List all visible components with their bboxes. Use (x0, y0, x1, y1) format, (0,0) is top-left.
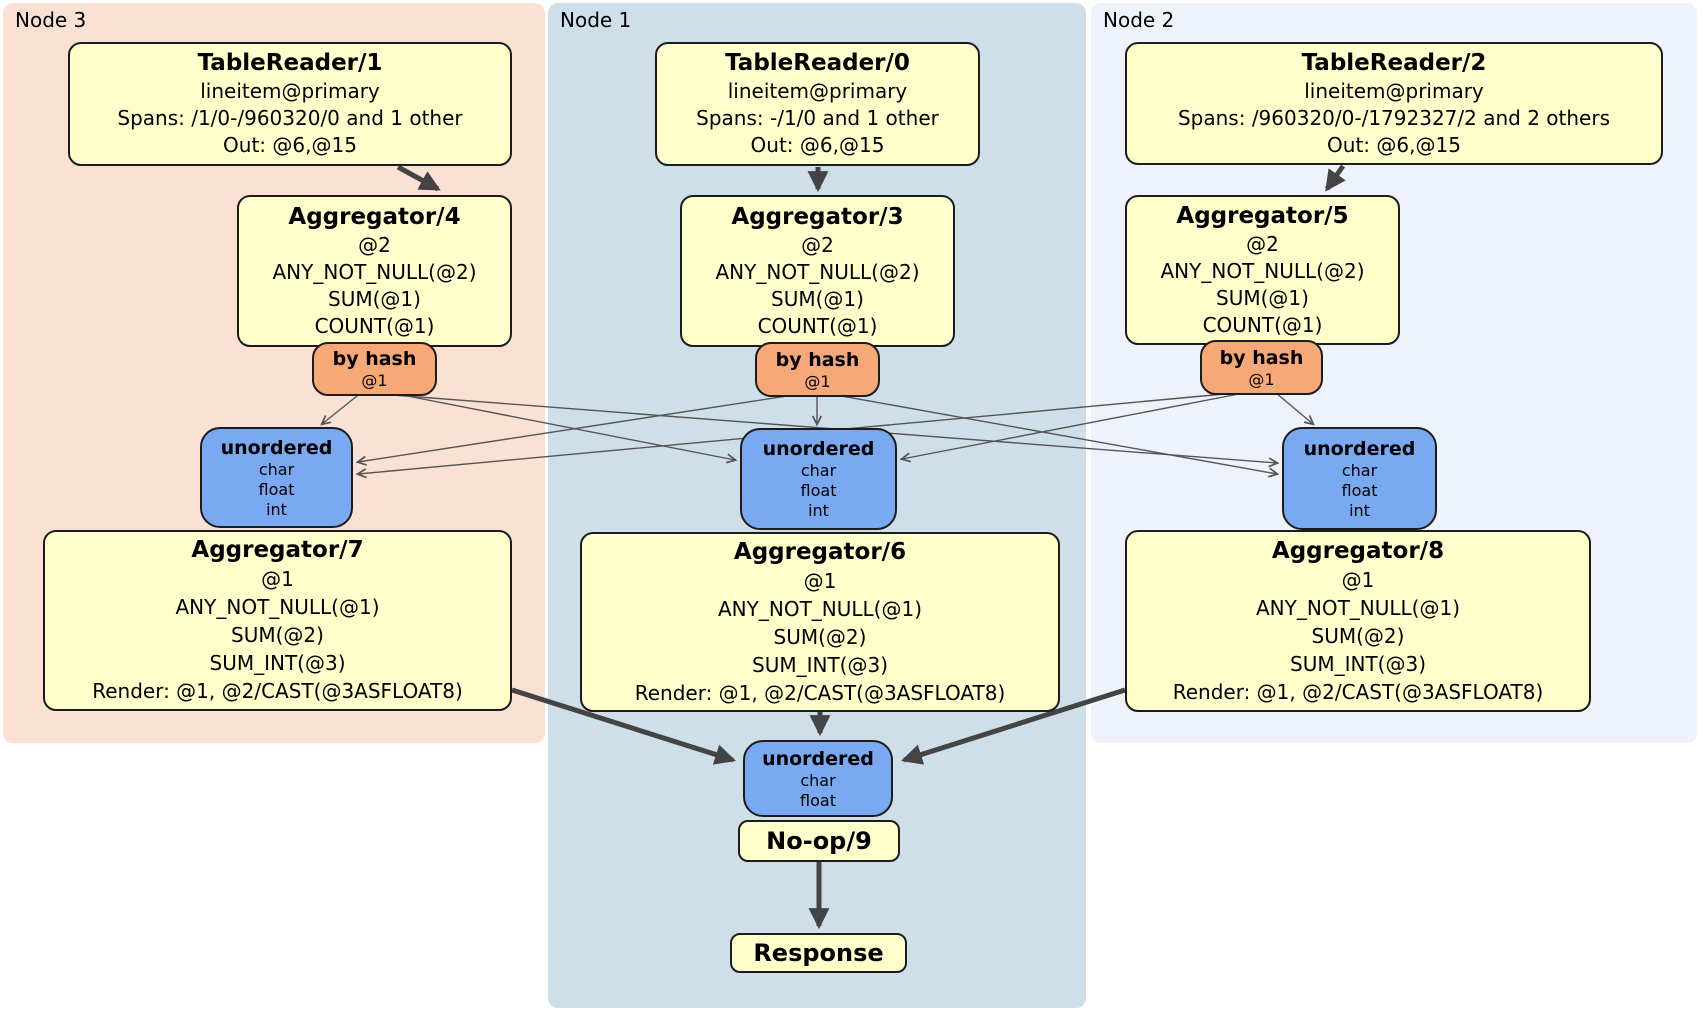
agg-line: SUM(@2) (773, 624, 867, 649)
reader-out: Out: @6,@15 (1327, 132, 1461, 157)
sync-type: int (266, 499, 287, 519)
reader-spans: Spans: /1/0-/960320/0 and 1 other (117, 106, 463, 130)
hash-router-node3: by hash @1 (312, 342, 437, 396)
sync-type: float (800, 481, 837, 500)
sync-type: float (1341, 480, 1378, 500)
reader-spans: Spans: /960320/0-/1792327/2 and 2 others (1177, 105, 1610, 130)
router-title: by hash (775, 348, 860, 371)
aggregator-3-box: Aggregator/3 @2 ANY_NOT_NULL(@2) SUM(@1)… (680, 195, 955, 347)
agg-line: SUM(@2) (231, 623, 324, 647)
reader-index: lineitem@primary (727, 79, 908, 103)
agg-render-line: Render: @1, @2/CAST(@3ASFLOAT8) (634, 680, 1006, 705)
agg-line: COUNT(@1) (314, 313, 435, 338)
sync-type: char (800, 461, 837, 480)
agg-render-line: Render: @1, @2/CAST(@3ASFLOAT8) (1172, 679, 1544, 704)
aggregator-7-box: Aggregator/7 @1 ANY_NOT_NULL(@1) SUM(@2)… (43, 530, 512, 711)
response-box: Response (730, 933, 907, 973)
agg-line: ANY_NOT_NULL(@2) (715, 259, 920, 284)
sync-type: char (800, 770, 836, 790)
agg-line: SUM_INT(@3) (209, 651, 346, 675)
processor-title: Aggregator/8 (1271, 537, 1445, 564)
agg-line: ANY_NOT_NULL(@1) (1256, 595, 1460, 620)
sync-type: char (258, 459, 295, 479)
agg-line: @2 (801, 232, 834, 257)
agg-line: ANY_NOT_NULL(@2) (1160, 258, 1365, 283)
sync-type: int (1349, 500, 1370, 520)
reader-index: lineitem@primary (200, 79, 380, 103)
agg-line: SUM_INT(@3) (752, 652, 888, 677)
table-reader-2-box: TableReader/2 lineitem@primary Spans: /9… (1125, 42, 1663, 165)
sync-title: unordered (220, 436, 333, 459)
router-title: by hash (332, 348, 417, 370)
aggregator-5-box: Aggregator/5 @2 ANY_NOT_NULL(@2) SUM(@1)… (1125, 195, 1400, 345)
router-key: @1 (1248, 369, 1275, 389)
agg-line: ANY_NOT_NULL(@1) (175, 595, 380, 619)
agg-line: @1 (1341, 567, 1375, 592)
aggregator-6-box: Aggregator/6 @1 ANY_NOT_NULL(@1) SUM(@2)… (580, 532, 1060, 712)
sync-type: char (1341, 460, 1378, 480)
agg-render-line: Render: @1, @2/CAST(@3ASFLOAT8) (92, 679, 463, 703)
flow-arrows (396, 164, 1346, 930)
agg-line: COUNT(@1) (757, 313, 878, 338)
agg-line: SUM(@1) (1216, 285, 1309, 310)
processor-title: Aggregator/7 (191, 537, 364, 563)
router-key: @1 (361, 371, 388, 390)
agg-line: ANY_NOT_NULL(@1) (718, 596, 922, 621)
noop-box: No-op/9 (738, 820, 900, 862)
router-key: @1 (804, 371, 831, 391)
processor-title: TableReader/1 (197, 50, 383, 76)
processor-title: Aggregator/6 (733, 538, 907, 565)
node1-label: Node 1 (560, 8, 632, 32)
unordered-sync-final: unordered char float (743, 740, 893, 817)
agg-line: SUM(@1) (771, 286, 864, 311)
agg-line: @1 (803, 568, 837, 593)
processor-title: Aggregator/4 (288, 203, 461, 230)
sync-title: unordered (762, 438, 875, 460)
processor-title: Aggregator/3 (731, 203, 904, 230)
unordered-sync-node1: unordered char float int (740, 428, 897, 530)
table-reader-1-box: TableReader/1 lineitem@primary Spans: /1… (68, 42, 512, 166)
reader-spans: Spans: -/1/0 and 1 other (696, 106, 939, 130)
processor-title: TableReader/0 (725, 50, 910, 76)
agg-line: COUNT(@1) (1202, 312, 1323, 337)
node3-label: Node 3 (15, 8, 87, 32)
agg-line: @1 (261, 567, 294, 591)
agg-line: SUM_INT(@3) (1290, 651, 1426, 676)
sync-type: int (808, 501, 829, 520)
node2-label: Node 2 (1103, 8, 1175, 32)
aggregator-8-box: Aggregator/8 @1 ANY_NOT_NULL(@1) SUM(@2)… (1125, 530, 1591, 712)
processor-title: Aggregator/5 (1176, 202, 1349, 229)
agg-line: SUM(@1) (328, 286, 421, 311)
processor-title: TableReader/2 (1301, 49, 1487, 76)
aggregator-4-box: Aggregator/4 @2 ANY_NOT_NULL(@2) SUM(@1)… (237, 195, 512, 347)
unordered-sync-node2: unordered char float int (1282, 427, 1437, 530)
hash-router-node1: by hash @1 (755, 342, 880, 397)
agg-line: SUM(@2) (1311, 623, 1405, 648)
table-reader-0-box: TableReader/0 lineitem@primary Spans: -/… (655, 42, 980, 166)
hash-router-node2: by hash @1 (1200, 340, 1323, 395)
sync-title: unordered (1303, 437, 1416, 460)
reader-out: Out: @6,@15 (750, 133, 885, 157)
reader-out: Out: @6,@15 (223, 133, 357, 157)
processor-title: No-op/9 (766, 826, 872, 855)
agg-line: @2 (1246, 231, 1279, 256)
agg-line: ANY_NOT_NULL(@2) (272, 259, 477, 284)
processor-title: Response (753, 938, 884, 967)
unordered-sync-node3: unordered char float int (200, 427, 353, 528)
sync-type: float (258, 479, 295, 499)
reader-index: lineitem@primary (1304, 78, 1484, 103)
sync-title: unordered (762, 747, 874, 770)
router-title: by hash (1219, 346, 1304, 369)
sync-type: float (800, 790, 836, 810)
agg-line: @2 (358, 232, 391, 257)
